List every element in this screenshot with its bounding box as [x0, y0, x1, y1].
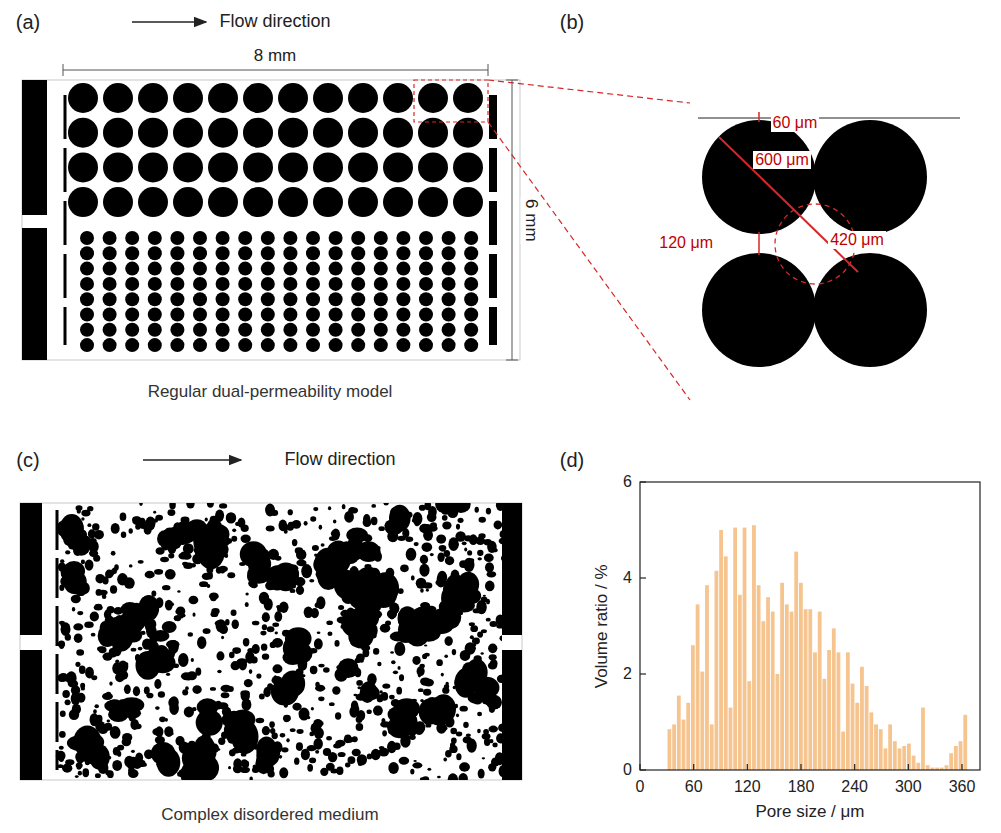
histogram-bars [668, 525, 968, 770]
wall-line [698, 118, 960, 119]
zoom-line [488, 122, 690, 400]
gap-tick [758, 112, 760, 122]
dimension-label: 600 μm [753, 151, 811, 169]
dimension-line [63, 64, 518, 360]
flow-arrow [143, 459, 241, 461]
dimension-label: 60 μm [771, 114, 820, 132]
chart-axes [640, 482, 980, 770]
grain-circle [702, 120, 927, 367]
panel-letter: (b) [560, 11, 584, 33]
inlet-channel [64, 95, 67, 345]
inlet-bar [20, 650, 42, 780]
axis-title: Volume ratio / % [593, 564, 612, 688]
dimension-label: 8 mm [254, 47, 297, 66]
outlet-bar [502, 650, 522, 780]
outlet-bar [502, 503, 522, 635]
flow-label: Flow direction [284, 450, 395, 470]
dimension-label: 420 μm [828, 231, 886, 249]
flow-label: Flow direction [219, 12, 330, 32]
tick-label: 240 [841, 778, 868, 796]
panel-caption: Regular dual-permeability model [148, 383, 393, 402]
dimension-label: 120 μm [657, 234, 715, 252]
diameter-line [719, 137, 858, 272]
panel-caption: Complex disordered medium [161, 806, 378, 825]
tick-label: 360 [949, 778, 976, 796]
panel-letter: (a) [16, 11, 40, 33]
disordered-grains [56, 503, 502, 780]
flow-arrow [132, 21, 206, 23]
zoom-line [488, 80, 690, 103]
tick-label: 2 [623, 665, 632, 683]
tick-label: 180 [788, 778, 815, 796]
inlet-bar [22, 228, 47, 360]
panel-letter: (c) [16, 449, 39, 471]
panel-letter: (d) [560, 449, 584, 471]
axis-title: Pore size / μm [756, 803, 865, 822]
gap-tick [758, 232, 760, 255]
tick-label: 300 [895, 778, 922, 796]
inlet-channel [56, 510, 59, 770]
tick-label: 4 [623, 569, 632, 587]
tick-label: 6 [623, 473, 632, 491]
inlet-bar [22, 80, 47, 215]
zoom-box [414, 80, 488, 122]
grain-array [68, 83, 483, 352]
dimension-label: 6 mm [521, 197, 540, 244]
tick-label: 120 [734, 778, 761, 796]
model-outline [22, 80, 520, 360]
medium-outline [20, 503, 522, 780]
tick-label: 60 [685, 778, 703, 796]
inlet-bar [20, 503, 42, 635]
tick-label: 0 [623, 761, 632, 779]
tick-label: 0 [636, 778, 645, 796]
